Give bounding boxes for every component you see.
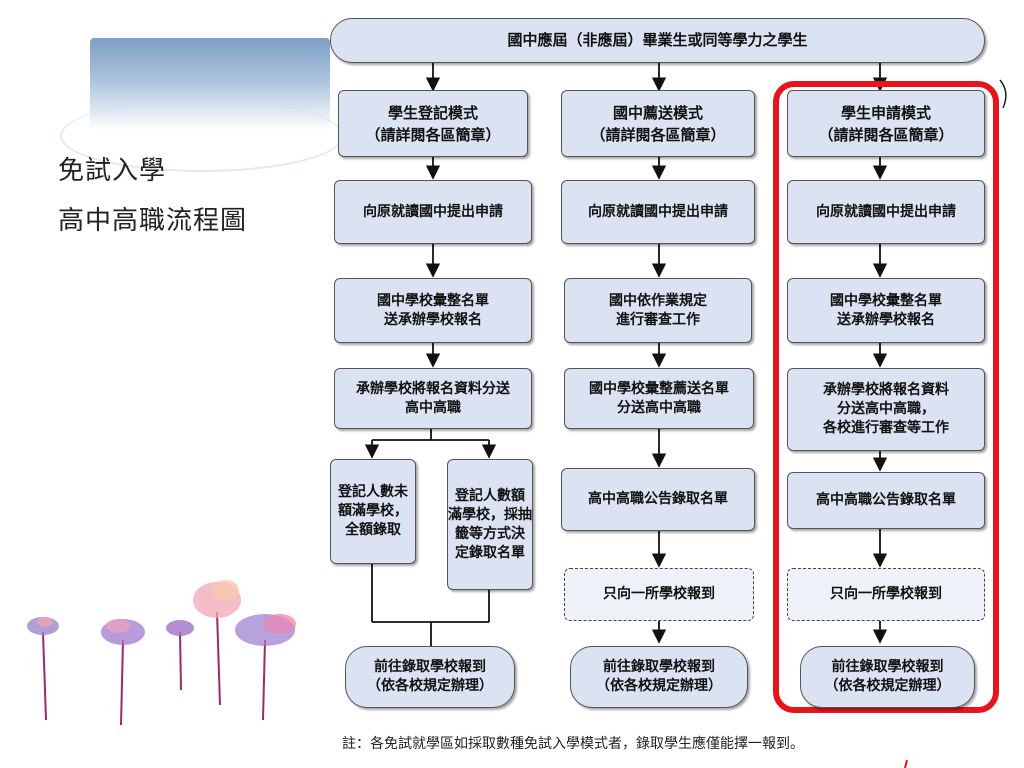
col1-over-quota-box: 登記人數額 滿學校，採抽 籤等方式決 定錄取名單 <box>447 459 533 590</box>
col2-mode-box: 國中薦送模式 （請詳閱各區簡章） <box>561 90 755 157</box>
col1-forward-box: 承辦學校將報名資料分送 高中高職 <box>334 368 532 429</box>
col1-mode-box: 學生登記模式 （請詳閱各區簡章） <box>338 90 528 157</box>
col1-apply-box: 向原就讀國中提出申請 <box>334 180 532 244</box>
col3-forward-box: 承辦學校將報名資料 分送高中高職， 各校進行審查等工作 <box>787 368 985 451</box>
col3-one-school-box: 只向一所學校報到 <box>787 568 985 621</box>
col3-apply-box: 向原就讀國中提出申請 <box>787 180 985 244</box>
col3-report-box: 前往錄取學校報到 （依各校規定辦理） <box>800 646 975 708</box>
page-title-line2: 高中高職流程圖 <box>58 206 248 236</box>
col3-mode-box: 學生申請模式 （請詳閱各區簡章） <box>787 90 985 157</box>
highlight-frame <box>773 81 999 713</box>
col2-report-box: 前往錄取學校報到 （依各校規定辦理） <box>570 646 748 708</box>
page-title-line1: 免試入學 <box>58 156 167 186</box>
col2-one-school-box: 只向一所學校報到 <box>564 568 754 621</box>
col3-announce-box: 高中高職公告錄取名單 <box>787 472 985 529</box>
flowers-decoration <box>27 580 296 726</box>
col3-compile-box: 國中學校彙整名單 送承辦學校報名 <box>787 278 985 343</box>
footnote: 註：各免試就學區如採取數種免試入學模式者，錄取學生應僅能擇一報到。 <box>342 736 804 752</box>
col2-compile-box: 國中學校彙整薦送名單 分送高中高職 <box>564 368 754 429</box>
col1-compile-box: 國中學校彙整名單 送承辦學校報名 <box>334 278 532 343</box>
col2-announce-box: 高中高職公告錄取名單 <box>561 468 755 531</box>
col1-under-quota-box: 登記人數未 額滿學校， 全額錄取 <box>330 459 416 564</box>
col2-review-box: 國中依作業規定 進行審查工作 <box>564 278 752 343</box>
col2-apply-box: 向原就讀國中提出申請 <box>561 180 755 244</box>
top-student-box: 國中應屆（非應屆）畢業生或同等學力之學生 <box>330 18 985 63</box>
col1-report-box: 前往錄取學校報到 （依各校規定辦理） <box>345 646 515 708</box>
